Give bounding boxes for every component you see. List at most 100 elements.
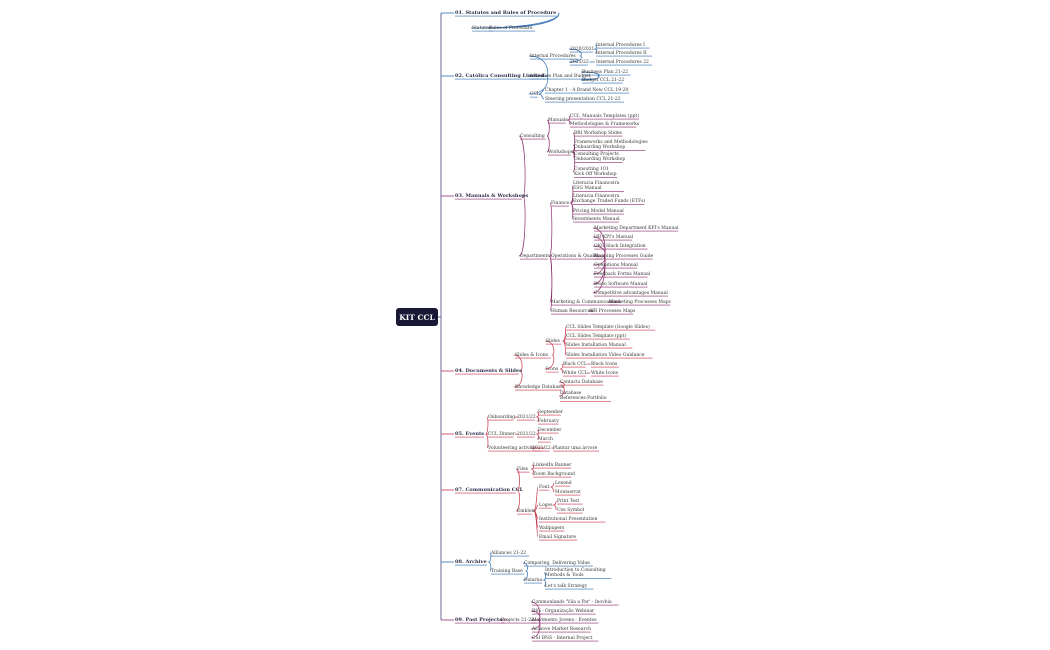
topic-september[interactable]: September (538, 409, 564, 415)
topic-database-references-portfolio[interactable]: Database References-Portfolio (560, 391, 607, 401)
topic-training-base[interactable]: Training Base (491, 568, 523, 574)
topic-comparing-delivering-value[interactable]: Comparing, Delivering Value (524, 560, 590, 566)
topic-2021-22[interactable]: 2021/22 (517, 431, 536, 437)
topic-internal-procedures-22[interactable]: Internal Procedures 22 (596, 59, 649, 65)
topic-internal-procedures-ii[interactable]: Internal Procedures II (596, 50, 647, 56)
topic-december[interactable]: December (538, 427, 562, 433)
topic-big-organiza-o-webinar[interactable]: BIG - Organização Webinar (532, 608, 595, 614)
topic-consulting-101-kick-off-workshop[interactable]: Consulting 101 Kick Off Workshop (574, 167, 617, 177)
topic-marketing-department-kpi-s-manual[interactable]: Marketing Department KPI's Manual (594, 225, 679, 231)
topic-introduction-to-consulting-methods-tools[interactable]: Introduction to Consulting Methods & Too… (545, 568, 606, 578)
topic-print-test[interactable]: Print Test (557, 498, 580, 504)
topic-montserrat[interactable]: Montserrat (555, 489, 581, 495)
topic-white-icons[interactable]: White Icons (591, 370, 619, 376)
branch-05-events[interactable]: 05. Events (455, 430, 485, 437)
topic-wallpapers[interactable]: Wallpapers (539, 525, 565, 531)
topic-use-symbol[interactable]: Use Symbol (557, 507, 585, 513)
topic-feedback-forms-manual[interactable]: Feedback Forms Manual (594, 271, 651, 277)
topic-2021-22[interactable]: 2021/22 (570, 59, 589, 65)
topic-budget-ccl-21-22[interactable]: Budget CCL 21-22 (582, 77, 625, 83)
topic-manuals[interactable]: Manuals (548, 117, 568, 123)
topic-steering-presentation-ccl-21-22[interactable]: Steering presentation CCL 21-22 (545, 96, 621, 102)
topic-2020-2021[interactable]: 2020/2021 (570, 46, 595, 52)
topic-internal-procedures-i[interactable]: Internal Procedures I (596, 42, 645, 48)
topic-slides-icons[interactable]: Slides & Icons (515, 352, 548, 358)
topic-statutes[interactable]: Statutes (472, 25, 492, 31)
topic-workshops[interactable]: Workshops (548, 149, 574, 155)
topic-contacts-database[interactable]: Contacts Database (560, 379, 603, 385)
topic-black-icons[interactable]: Black Icons (591, 361, 618, 367)
topic-linkedin-banner[interactable]: LinkedIn Banner (533, 462, 572, 468)
topic-plantar-uma-rvore[interactable]: Plantar uma árvore (553, 445, 598, 451)
topic-emblem[interactable]: Emblem (517, 508, 536, 514)
topic-font[interactable]: Font (539, 484, 550, 490)
topic-alliances-21-22[interactable]: Alliances 21-22 (491, 550, 527, 556)
topic-csi-bns-internal-project[interactable]: CSI BNS - Internal Project (532, 635, 593, 641)
branch-01-statutes-and-rules-of-procedure[interactable]: 01. Statutes and Rules of Procedure (455, 9, 557, 16)
topic-slides[interactable]: Slides (546, 338, 560, 344)
central-topic[interactable]: KIT CCL (396, 308, 438, 326)
topic-email-signature[interactable]: Email Signature (539, 534, 577, 540)
topic-ccl[interactable]: CCL (530, 91, 540, 97)
topic-activities-plan-and-budget[interactable]: Activities Plan and Budget (530, 73, 591, 79)
topic-slides-installation-manual[interactable]: Slides Installation Manual (566, 342, 626, 348)
topic-mapping-processes-guide[interactable]: Mapping Processes Guide (594, 253, 654, 259)
topic-frameworks-and-methodologies-onboarding-[interactable]: Frameworks and Methodologies Onboarding … (574, 140, 648, 150)
topic-icons[interactable]: Icons (546, 366, 559, 372)
branch-07-communication-ccl[interactable]: 07. Communication CCL (455, 486, 524, 493)
topic-onboarding[interactable]: Onboarding (488, 414, 516, 420)
topic-files[interactable]: Files (517, 466, 528, 472)
topic-chapter-1-a-brand-new-ccl-19-20[interactable]: Chapter 1 - A Brand New CCL 19-20 (545, 87, 629, 93)
topic-pricing-model-manual[interactable]: Pricing Model Manual (573, 208, 624, 214)
branch-02-cat-lica-consulting-limited[interactable]: 02. Católica Consulting Limited (455, 72, 545, 79)
topic-white-ccl[interactable]: White CCL (563, 370, 588, 376)
topic-movimento-jovens-eventos[interactable]: Movimento Jovens - Eventos (532, 617, 597, 623)
topic-institutional-presentation[interactable]: Institutional Presentation (539, 516, 598, 522)
topic-february[interactable]: February (538, 418, 559, 424)
topic-internal-procedures[interactable]: Internal Procedures (530, 53, 576, 59)
topic-lexend[interactable]: Lexend (555, 480, 572, 486)
branch-09-past-projects[interactable]: 09. Past Projects (455, 616, 503, 623)
topic-finance[interactable]: Finance (551, 200, 570, 206)
topic-consulting-projects-onboarding-workshop[interactable]: Consulting Projects Onboarding Workshop (574, 152, 626, 162)
topic-bexio-software-manual[interactable]: Bexio Software Manual (594, 281, 648, 287)
topic-literacia-financeira-exchange-traded-fun[interactable]: Literacia Financeira Exchange Traded Fun… (573, 194, 646, 204)
topic-operations-quality[interactable]: Operations & Quality (551, 253, 600, 259)
topic-2021-22[interactable]: 2021/22 (532, 445, 551, 451)
topic-ccl-dinner[interactable]: CCL Dinner (488, 431, 515, 437)
topic-bri-workshop-slides[interactable]: BRI Workshop Slides (574, 130, 622, 136)
topic-hr-kpi-s-manual[interactable]: HR KPI's Manual (594, 234, 634, 240)
branch-04-documents-slides[interactable]: 04. Documents & Slides (455, 367, 522, 374)
topic-rules-of-procedure[interactable]: Rules of Procedure (489, 25, 533, 31)
topic-knowledge-database[interactable]: Knowledge Database (515, 384, 564, 390)
topic-consulting[interactable]: Consulting (520, 133, 545, 139)
topic-departments[interactable]: Departments (520, 253, 550, 259)
topic-literacia-financeira-esg-manual[interactable]: Literacia Financeira ESG Manual (573, 181, 620, 191)
topic-slides-installation-video-guidance[interactable]: Slides Installation Video Guidance (566, 352, 645, 358)
topic-ccl-slides-template-ppt[interactable]: CCL Slides Template (ppt) (566, 333, 627, 339)
topic-hr-processes-maps[interactable]: HR Processes Maps (590, 308, 636, 314)
topic-let-s-talk-strategy[interactable]: Let's talk Strategy (545, 583, 588, 589)
topic-projects-21-22[interactable]: Projects 21-22 (501, 617, 534, 623)
topic-human-resources[interactable]: Human Resources (551, 308, 593, 314)
topic-2021-22[interactable]: 2021/22 (517, 414, 536, 420)
topic-business-plan-21-22[interactable]: Business Plan 21-22 (582, 69, 629, 75)
topic-march[interactable]: March (538, 436, 553, 442)
topic-zoom-background[interactable]: Zoom Background (533, 471, 575, 477)
topic-dalarna[interactable]: Dalarna (524, 577, 543, 583)
branch-03-manuals-workshops[interactable]: 03. Manuals & Workshops (455, 192, 529, 199)
topic-methodologies-frameworks[interactable]: Methodologies & Frameworks (570, 121, 640, 127)
topic-commonlands-vila-a-par-inovbia[interactable]: Commonlands 'Vila a Par' - Inovbia (532, 599, 612, 605)
topic-okg-slack-integration[interactable]: OKG Slack Integration (594, 243, 646, 249)
topic-ai-move-market-research[interactable]: Ai.move Market Research (532, 626, 592, 632)
topic-volunteering-activity[interactable]: Volunteering activity (488, 445, 536, 451)
topic-ccl-manuals-templates-ppt[interactable]: CCL_Manuals Templates (ppt) (570, 113, 639, 119)
topic-black-ccl[interactable]: Black CCL (563, 361, 587, 367)
topic-ccl-slides-template-google-slides[interactable]: CCL Slides Template (Google Slides) (566, 324, 650, 330)
topic-logos[interactable]: Logos (539, 502, 553, 508)
branch-08-archive[interactable]: 08. Archive (455, 558, 487, 565)
topic-operations-manual[interactable]: Operations Manual (594, 262, 638, 268)
topic-competitive-advantages-manual[interactable]: Competitive advantages Manual (594, 290, 668, 296)
topic-marketing-processes-maps[interactable]: Marketing Processes Maps (609, 299, 671, 305)
topic-marketing-communications[interactable]: Marketing & Communications (551, 299, 621, 305)
